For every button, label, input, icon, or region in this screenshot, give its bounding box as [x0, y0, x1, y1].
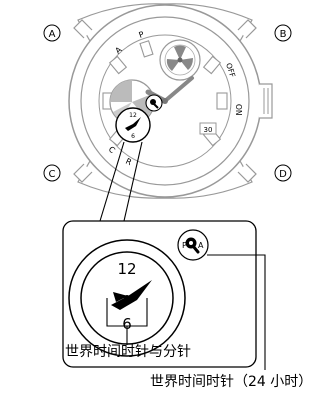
watch-case [68, 3, 273, 199]
world-time-hour-minute-hands [111, 280, 152, 310]
button-labels: A B C D [43, 24, 292, 182]
leader-lines [207, 254, 266, 370]
button-b-label: B [280, 29, 287, 40]
small-world-hand [125, 117, 141, 131]
fan-blade [166, 59, 180, 71]
fan-blade [174, 45, 186, 60]
label-24-hour-hand: 世界时间时针（24 小时） [150, 374, 313, 390]
leader-24h [207, 254, 266, 370]
world-time-subdial-small: 12 6 [115, 107, 151, 143]
date-value: 30 [204, 126, 213, 134]
bezel-off: OFF [224, 62, 237, 79]
bezel-c: C [107, 145, 117, 156]
label-hour-minute-hands: 世界时间时针与分针 [65, 344, 191, 360]
24-hour-hand [191, 244, 200, 254]
subdial-6: 6 [122, 315, 132, 333]
top-subdial [159, 39, 201, 81]
indicator-p: P [182, 241, 187, 250]
bezel-labels: A P OFF ON C R [107, 30, 243, 168]
minute-hand [163, 76, 194, 103]
button-a-label: A [49, 29, 56, 40]
small-6: 6 [131, 133, 135, 140]
marker-10 [108, 55, 128, 75]
small-12: 12 [129, 112, 137, 119]
subdial-12: 12 [117, 260, 136, 278]
marker-2 [202, 55, 222, 75]
mode-indicator: P A [177, 229, 209, 261]
world-time-subdial-large: 12 6 [68, 239, 186, 357]
bezel-p: P [138, 30, 146, 40]
bezel-r: R [124, 157, 133, 168]
button-d-label: D [279, 169, 287, 180]
indicator-a: A [198, 241, 204, 250]
marker-3 [216, 92, 228, 110]
fan-blade [180, 58, 193, 70]
date-window: 30 [199, 122, 217, 135]
dial-mode-indicator [145, 94, 163, 112]
button-c-label: C [49, 169, 56, 180]
marker-11 [139, 40, 154, 58]
bezel-a: A [114, 45, 124, 56]
bezel-on: ON [234, 104, 243, 116]
